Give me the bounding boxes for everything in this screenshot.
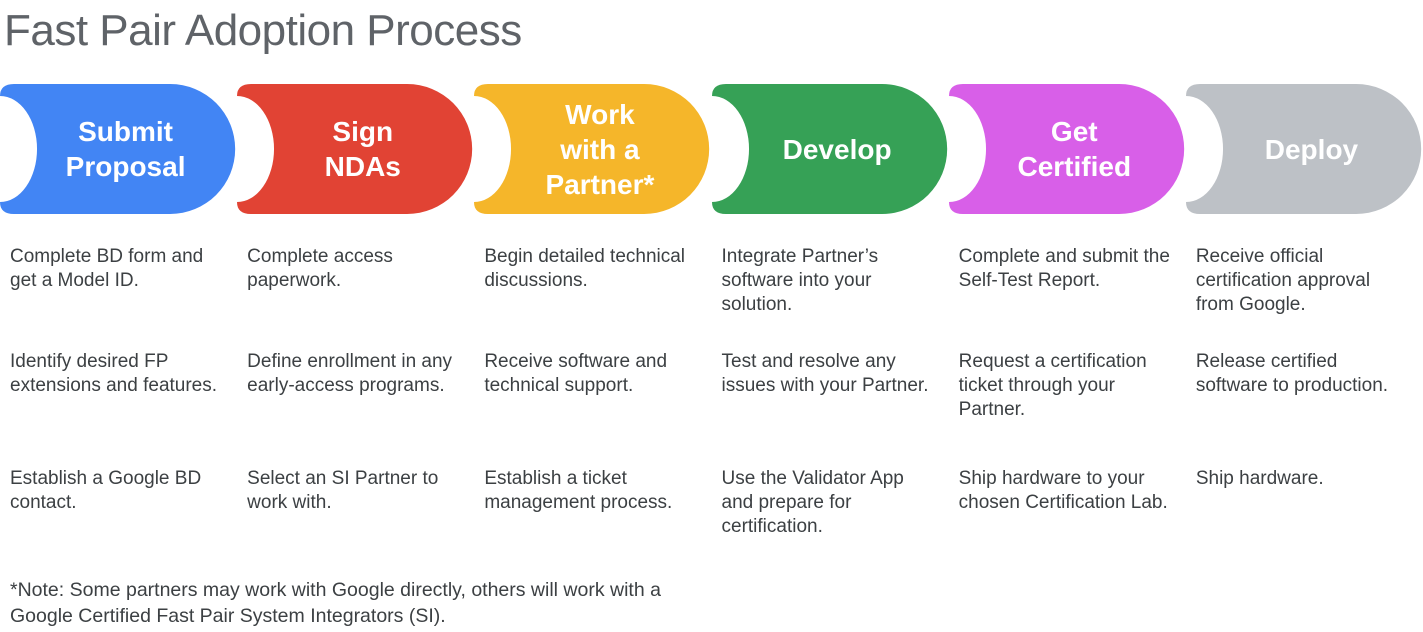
- step-detail: Select an SI Partner to work with.: [247, 468, 439, 513]
- stage-get-certified: Get Certified: [948, 84, 1186, 214]
- stage-shape-icon: [0, 84, 236, 214]
- process-stage-band: Submit Proposal Sign NDAs Work with a Pa…: [0, 84, 1423, 214]
- stage-deploy: Deploy: [1185, 84, 1423, 214]
- stage-sign-ndas: Sign NDAs: [237, 84, 474, 214]
- stage-label: Sign NDAs: [324, 116, 401, 182]
- step-detail: Identify desired FP extensions and featu…: [10, 351, 218, 396]
- step-detail: Integrate Partner’s software into your s…: [721, 246, 879, 315]
- stage-label: Deploy: [1264, 133, 1359, 165]
- step-detail: Establish a Google BD contact.: [10, 468, 202, 513]
- stage-submit-proposal: Submit Proposal: [0, 84, 237, 214]
- step-detail: Release certified software to production…: [1195, 351, 1389, 396]
- stage-label: Develop: [782, 133, 892, 165]
- stage-shape-icon: [711, 84, 947, 214]
- step-detail: Receive software and technical support.: [484, 351, 668, 396]
- stage-label: Work with a Partner*: [545, 98, 655, 200]
- step-detail: Test and resolve any issues with your Pa…: [721, 351, 929, 396]
- stage-details-grid: Complete BD form and get a Model ID. Com…: [0, 245, 1423, 583]
- stage-shape-icon: [1185, 84, 1422, 214]
- step-detail: Ship hardware.: [1195, 468, 1324, 489]
- footnote: *Note: Some partners may work with Googl…: [10, 579, 661, 627]
- step-detail: Ship hardware to your chosen Certificati…: [958, 468, 1168, 513]
- step-detail: Complete BD form and get a Model ID.: [10, 246, 204, 291]
- stage-develop: Develop: [711, 84, 949, 214]
- stage-shape-icon: [474, 84, 710, 214]
- step-detail: Use the Validator App and prepare for ce…: [721, 468, 904, 537]
- stage-label: Get Certified: [1017, 116, 1132, 182]
- stage-shape-icon: [948, 84, 1184, 214]
- step-detail: Begin detailed technical discussions.: [484, 246, 686, 291]
- page-title: Fast Pair Adoption Process: [4, 6, 522, 55]
- stage-shape-icon: [237, 84, 473, 214]
- step-detail: Request a certification ticket through y…: [958, 351, 1147, 420]
- step-detail: Receive official certification approval …: [1195, 246, 1371, 315]
- step-detail: Define enrollment in any early-access pr…: [247, 351, 453, 396]
- step-detail: Establish a ticket management process.: [484, 468, 673, 513]
- step-detail: Complete and submit the Self-Test Report…: [958, 246, 1170, 291]
- stage-work-with-partner: Work with a Partner*: [474, 84, 711, 214]
- stage-label: Submit Proposal: [65, 116, 186, 182]
- step-detail: Complete access paperwork.: [247, 246, 393, 291]
